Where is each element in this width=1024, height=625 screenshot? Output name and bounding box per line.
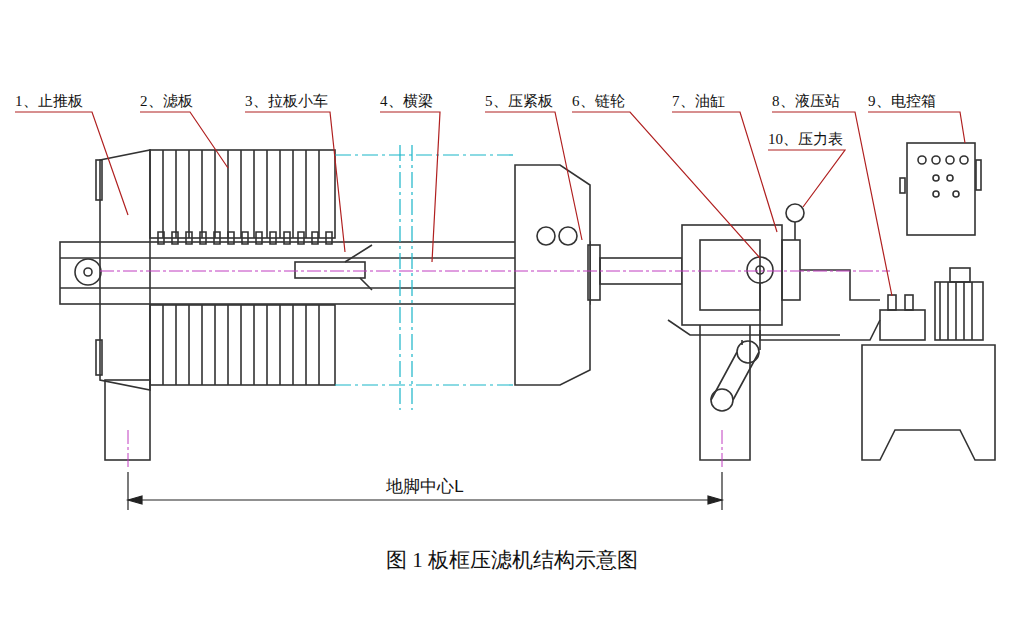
part-callout: 7、油缸 [672,93,725,110]
part-callout: 4、横梁 [380,93,433,110]
part-callout: 5、压紧板 [485,93,553,110]
dimension-label: 地脚中心L [383,478,466,497]
part-callout: 9、电控箱 [868,93,936,110]
part-callout: 1、止推板 [15,93,83,110]
part-callout: 10、压力表 [768,131,843,148]
part-callout: 3、拉板小车 [245,93,328,110]
part-callout: 6、链轮 [572,93,625,110]
part-callout: 2、滤板 [140,93,193,110]
figure-caption: 图 1 板框压滤机结构示意图 [386,546,638,574]
part-callout: 8、液压站 [772,93,840,110]
